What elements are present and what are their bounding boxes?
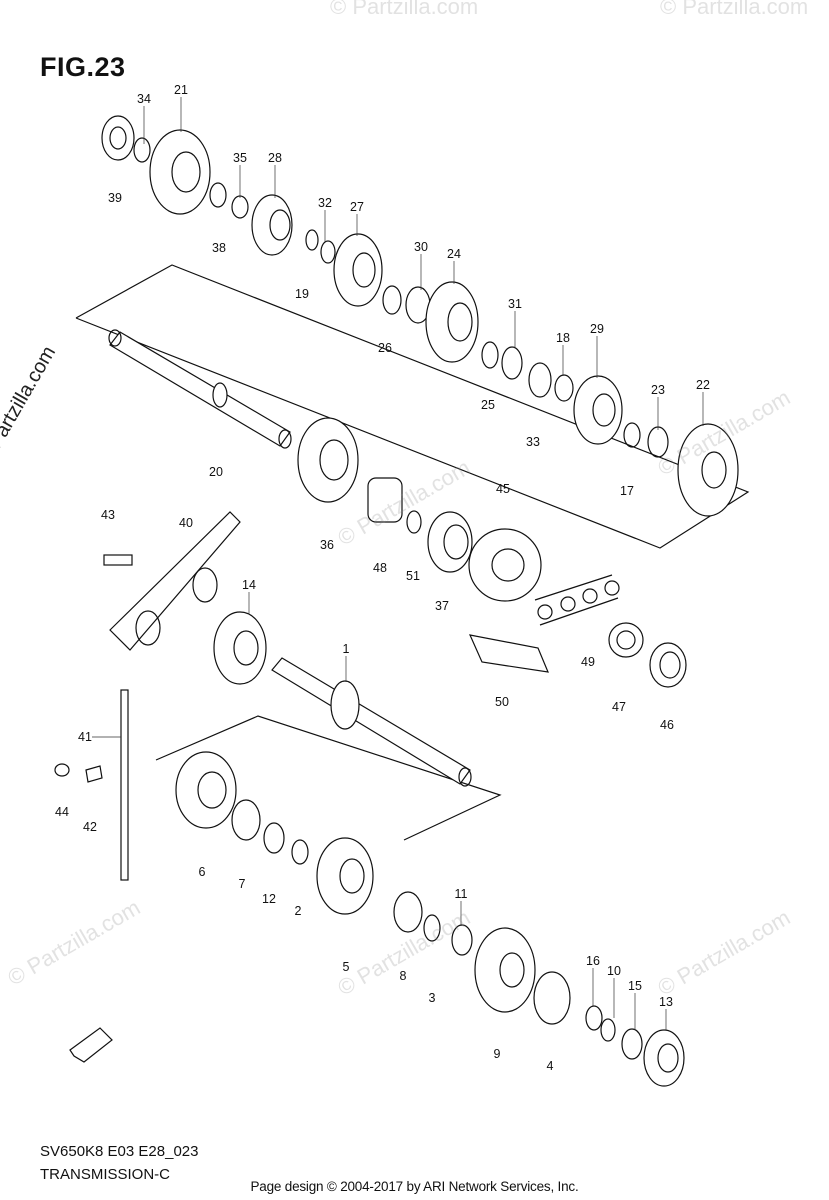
callout-49: 49 [581,655,595,669]
callout-41: 41 [78,730,92,744]
callout-35: 35 [233,151,247,165]
callout-36: 36 [320,538,334,552]
callout-45: 45 [496,482,510,496]
callout-42: 42 [83,820,97,834]
fwd-arrow-icon [69,1027,113,1063]
callout-38: 38 [212,241,226,255]
callout-25: 25 [481,398,495,412]
callout-29: 29 [590,322,604,336]
callout-5: 5 [343,960,350,974]
callout-37: 37 [435,599,449,613]
callout-17: 17 [620,484,634,498]
callout-48: 48 [373,561,387,575]
countershaft-frame [75,264,750,549]
callout-4: 4 [547,1059,554,1073]
callout-11: 11 [455,887,468,901]
callout-6: 6 [199,865,206,879]
model-code: SV650K8 E03 E28_023 [40,1143,199,1160]
page-footer: Page design © 2004-2017 by ARI Network S… [250,1179,579,1194]
callout-13: 13 [659,995,673,1009]
callout-1: 1 [343,642,350,656]
callout-16: 16 [586,954,600,968]
callout-19: 19 [295,287,309,301]
driveshaft-assembly [54,657,685,1087]
figure-subtitle: TRANSMISSION-C [40,1166,171,1183]
watermark: © Partzilla.com [660,0,809,19]
callout-34: 34 [137,92,151,106]
callout-24: 24 [447,247,461,261]
callout-46: 46 [660,718,674,732]
output-assembly [103,477,687,688]
callout-21: 21 [174,83,188,97]
callout-14: 14 [242,578,256,592]
countershaft-assembly [101,115,739,517]
callout-47: 47 [612,700,626,714]
callout-26: 26 [378,341,392,355]
leader-lines [92,97,704,1030]
callout-31: 31 [508,297,522,311]
callout-labels: 34 21 39 35 28 38 32 27 19 30 24 26 31 1… [55,83,710,1073]
callout-22: 22 [696,378,710,392]
driveshaft-frame [155,715,502,841]
callout-10: 10 [607,964,621,978]
callout-12: 12 [262,892,276,906]
callout-30: 30 [414,240,428,254]
callout-51: 51 [406,569,420,583]
callout-15: 15 [628,979,642,993]
callout-50: 50 [495,695,509,709]
callout-2: 2 [295,904,302,918]
callout-8: 8 [400,969,407,983]
callout-7: 7 [239,877,246,891]
callout-32: 32 [318,196,332,210]
callout-23: 23 [651,383,665,397]
callout-9: 9 [494,1047,501,1061]
callout-44: 44 [55,805,69,819]
watermark: © Partzilla.com [330,0,479,19]
callout-43: 43 [101,508,115,522]
callout-40: 40 [179,516,193,530]
figure-title: FIG.23 [40,52,126,82]
callout-33: 33 [526,435,540,449]
callout-20: 20 [209,465,223,479]
callout-28: 28 [268,151,282,165]
callout-39: 39 [108,191,122,205]
callout-18: 18 [556,331,570,345]
callout-3: 3 [429,991,436,1005]
callout-27: 27 [350,200,364,214]
